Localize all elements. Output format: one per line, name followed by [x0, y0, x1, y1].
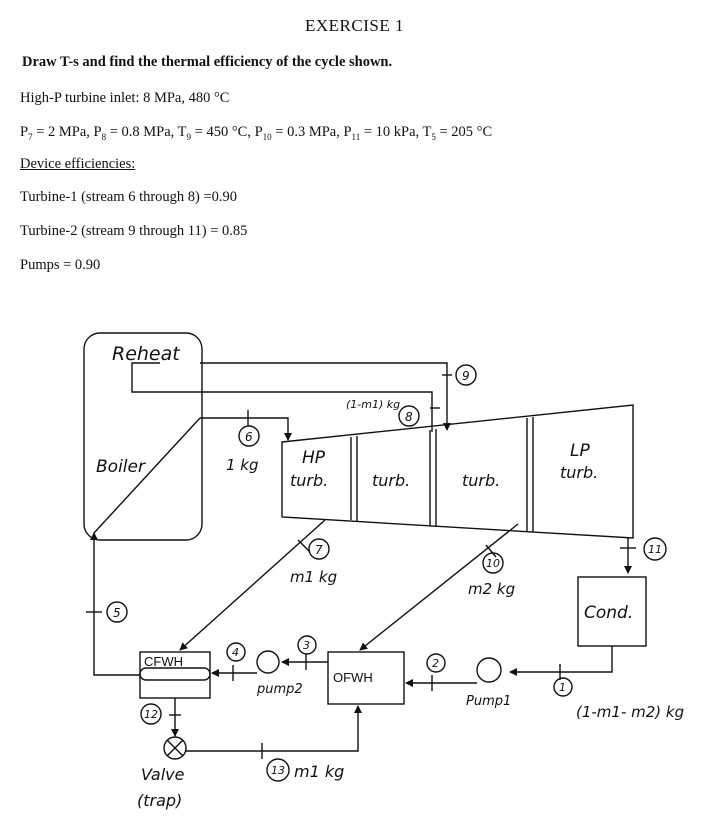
- circle-7: [308, 538, 330, 560]
- flow-8-label: (1-m1) kg: [346, 398, 400, 411]
- turbine-body: [281, 404, 634, 539]
- t5-symbol: T: [422, 124, 432, 140]
- trap-label: (trap): [137, 791, 182, 810]
- stream-10-number: 10: [486, 557, 500, 570]
- ofwh-box: [327, 651, 405, 705]
- valve-label: Valve: [141, 765, 185, 784]
- pumps-efficiency: Pumps = 0.90: [20, 257, 101, 273]
- stream-6-line: [200, 417, 292, 441]
- p10-sub: 10: [262, 131, 272, 142]
- turbine2-efficiency: Turbine-2 (stream 9 through 11) = 0.85: [20, 223, 248, 239]
- circle-9: [455, 364, 477, 386]
- p8-sub: 8: [101, 131, 107, 142]
- flow-13-label: m1 kg: [294, 762, 344, 781]
- p11-value: = 10 kPa,: [360, 124, 423, 140]
- cfwh-tube: [139, 667, 211, 681]
- boiler-box: [83, 332, 203, 541]
- circle-10: [482, 552, 504, 574]
- boiler-diagonal: [93, 417, 201, 534]
- circle-2: [426, 653, 446, 673]
- boiler-label: Boiler: [96, 457, 146, 477]
- p10-symbol: P: [254, 124, 263, 140]
- lp-turb-label-1: LP: [570, 441, 590, 461]
- stream-3-number: 3: [303, 639, 310, 652]
- circle-1: [553, 677, 573, 697]
- ofwh-label: OFWH: [333, 670, 373, 685]
- circle-8: [398, 405, 420, 427]
- stream-7-number: 7: [315, 543, 323, 557]
- cond-label: Cond.: [584, 603, 633, 623]
- hp-turb-label-2: turb.: [290, 471, 328, 490]
- turb-2-label: turb.: [372, 471, 410, 490]
- stream-6-number: 6: [245, 430, 253, 444]
- hp-turb-label-1: HP: [302, 448, 326, 468]
- circle-13: [266, 758, 290, 782]
- t9-symbol: T: [177, 124, 187, 140]
- stream-7-line: [179, 519, 326, 651]
- stream-10-tick: [485, 544, 497, 558]
- t9-value: = 450 °C,: [191, 124, 255, 140]
- flow-10-label: m2 kg: [468, 580, 515, 598]
- stream-1-line: [509, 646, 613, 676]
- p8-value: = 0.8 MPa,: [106, 124, 178, 140]
- p8-symbol: P: [93, 124, 102, 140]
- pump1-label: Pump1: [466, 694, 511, 709]
- valve-circle: [163, 736, 187, 760]
- state-conditions: P7 = 2 MPa, P8 = 0.8 MPa, T9 = 450 °C, P…: [20, 124, 492, 142]
- circle-6: [238, 425, 260, 447]
- flow-7-label: m1 kg: [290, 568, 337, 586]
- stream-4-number: 4: [232, 646, 239, 659]
- stream-7-tick: [297, 539, 311, 553]
- exercise-title: EXERCISE 1: [305, 16, 404, 35]
- flow-1-label: (1-m1- m2) kg: [576, 703, 684, 721]
- cfwh-label: CFWH: [144, 654, 183, 669]
- t9-sub: 9: [186, 131, 192, 142]
- p10-value: = 0.3 MPa,: [271, 124, 344, 140]
- p11-sub: 11: [351, 131, 361, 142]
- stream-8-line: [131, 362, 433, 432]
- task-heading: Draw T-s and find the thermal efficiency…: [22, 54, 393, 70]
- pump2-circle: [256, 650, 280, 674]
- reheat-label: Reheat: [112, 343, 181, 365]
- stream-5-line: [90, 532, 140, 676]
- turbine1-efficiency: Turbine-1 (stream 6 through 8) =0.90: [20, 189, 238, 205]
- stream-13-line: [186, 705, 362, 752]
- stream-10-line: [359, 523, 519, 651]
- lp-turb-label-2: turb.: [560, 463, 598, 482]
- circle-5: [106, 601, 128, 623]
- stream-12-number: 12: [144, 708, 158, 721]
- p7-symbol: P: [20, 124, 29, 140]
- circle-3: [297, 635, 317, 655]
- p7-sub: 7: [28, 131, 33, 142]
- device-efficiencies-heading: Device efficiencies:: [20, 156, 136, 172]
- stream-2-number: 2: [432, 657, 439, 670]
- p7-value: = 2 MPa,: [32, 124, 94, 140]
- hp-inlet-conditions: High-P turbine inlet: 8 MPa, 480 °C: [20, 90, 230, 106]
- p11-symbol: P: [343, 124, 352, 140]
- t5-sub: 5: [431, 131, 436, 142]
- circle-11: [643, 537, 667, 561]
- t5-value: = 205 °C: [435, 124, 493, 140]
- flow-6-label: 1 kg: [226, 456, 259, 474]
- stream-5-number: 5: [113, 606, 121, 620]
- pump1-circle: [476, 657, 502, 683]
- circle-12: [140, 703, 162, 725]
- stream-9-line: [200, 362, 451, 431]
- stream-9-number: 9: [462, 369, 470, 383]
- stream-13-number: 13: [271, 764, 285, 777]
- circle-4: [226, 642, 246, 662]
- turb-3-label: turb.: [462, 471, 500, 490]
- stream-8-number: 8: [405, 410, 413, 424]
- valve-cross-b: [166, 739, 184, 757]
- stream-11-number: 11: [648, 543, 662, 556]
- stream-1-number: 1: [559, 681, 566, 694]
- pump2-label: pump2: [256, 682, 303, 697]
